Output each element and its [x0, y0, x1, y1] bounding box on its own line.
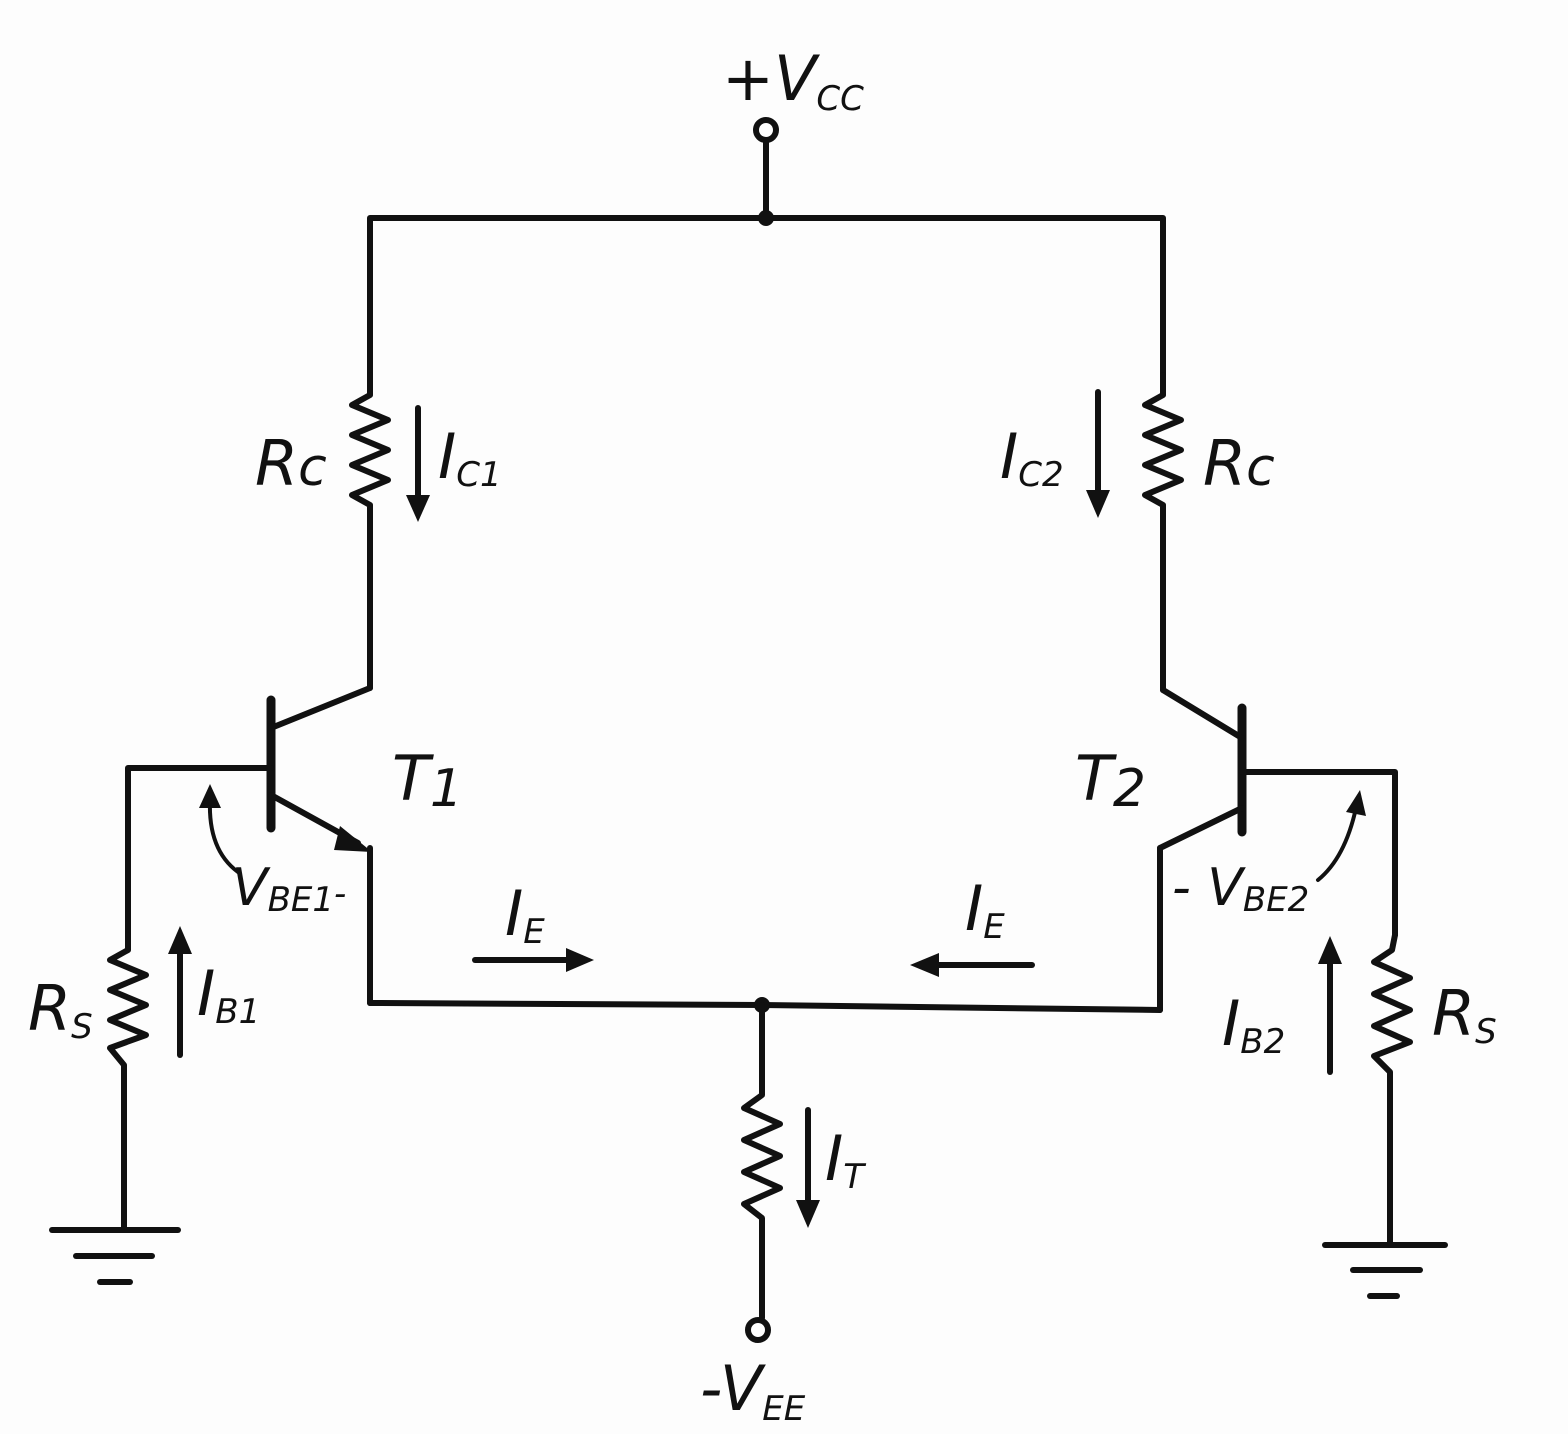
rc-right-label: Rc: [1203, 427, 1275, 500]
ib1-arrow: [168, 926, 192, 1058]
it-label: IT: [825, 1122, 866, 1197]
ib2-arrow: [1318, 936, 1342, 1075]
base-wire-t2: [1239, 769, 1398, 938]
ib1-label: IB1: [197, 957, 260, 1032]
rs-right-label: RS: [1432, 977, 1497, 1052]
source-resistor-left: [107, 932, 149, 1233]
rs-left-label: RS: [28, 972, 93, 1047]
t1-label: T1: [392, 742, 463, 819]
vbe2-arrow: [1316, 790, 1366, 882]
it-arrow: [796, 1107, 820, 1228]
vbe1-label: VBE1-: [232, 858, 346, 920]
ib2-label: IB2: [1222, 987, 1285, 1062]
vcc-terminal: [753, 117, 779, 221]
top-rail-wire: [367, 215, 1166, 378]
collector-resistor-left: [349, 372, 391, 691]
vee-terminal: [745, 1317, 771, 1343]
ie-left-arrow: [472, 948, 594, 972]
ground-right: [1322, 1242, 1448, 1299]
vcc-label: +VCC: [722, 42, 864, 119]
vee-label: -VEE: [700, 1352, 806, 1429]
ie-right-arrow: [910, 953, 1035, 977]
vbe2-label: - VBE2: [1172, 858, 1309, 920]
tail-resistor: [741, 1002, 783, 1321]
collector-resistor-right: [1142, 372, 1184, 693]
ic2-arrow: [1086, 389, 1110, 518]
base-wire-t1: [125, 765, 274, 938]
ic2-label: IC2: [1000, 420, 1064, 495]
t2-label: T2: [1075, 742, 1146, 819]
vbe1-arrow: [199, 784, 240, 874]
ic1-arrow: [406, 405, 430, 522]
rc-left-label: Rc: [255, 427, 327, 500]
ie-right-label: IE: [965, 872, 1005, 947]
ic1-label: IC1: [438, 420, 502, 495]
transistor-t2: [1157, 687, 1247, 1013]
ground-left: [49, 1227, 181, 1285]
transistor-t1: [266, 685, 373, 1006]
vcc-node-dot: [758, 210, 774, 226]
ie-left-label: IE: [505, 877, 545, 952]
source-resistor-right: [1371, 932, 1413, 1248]
